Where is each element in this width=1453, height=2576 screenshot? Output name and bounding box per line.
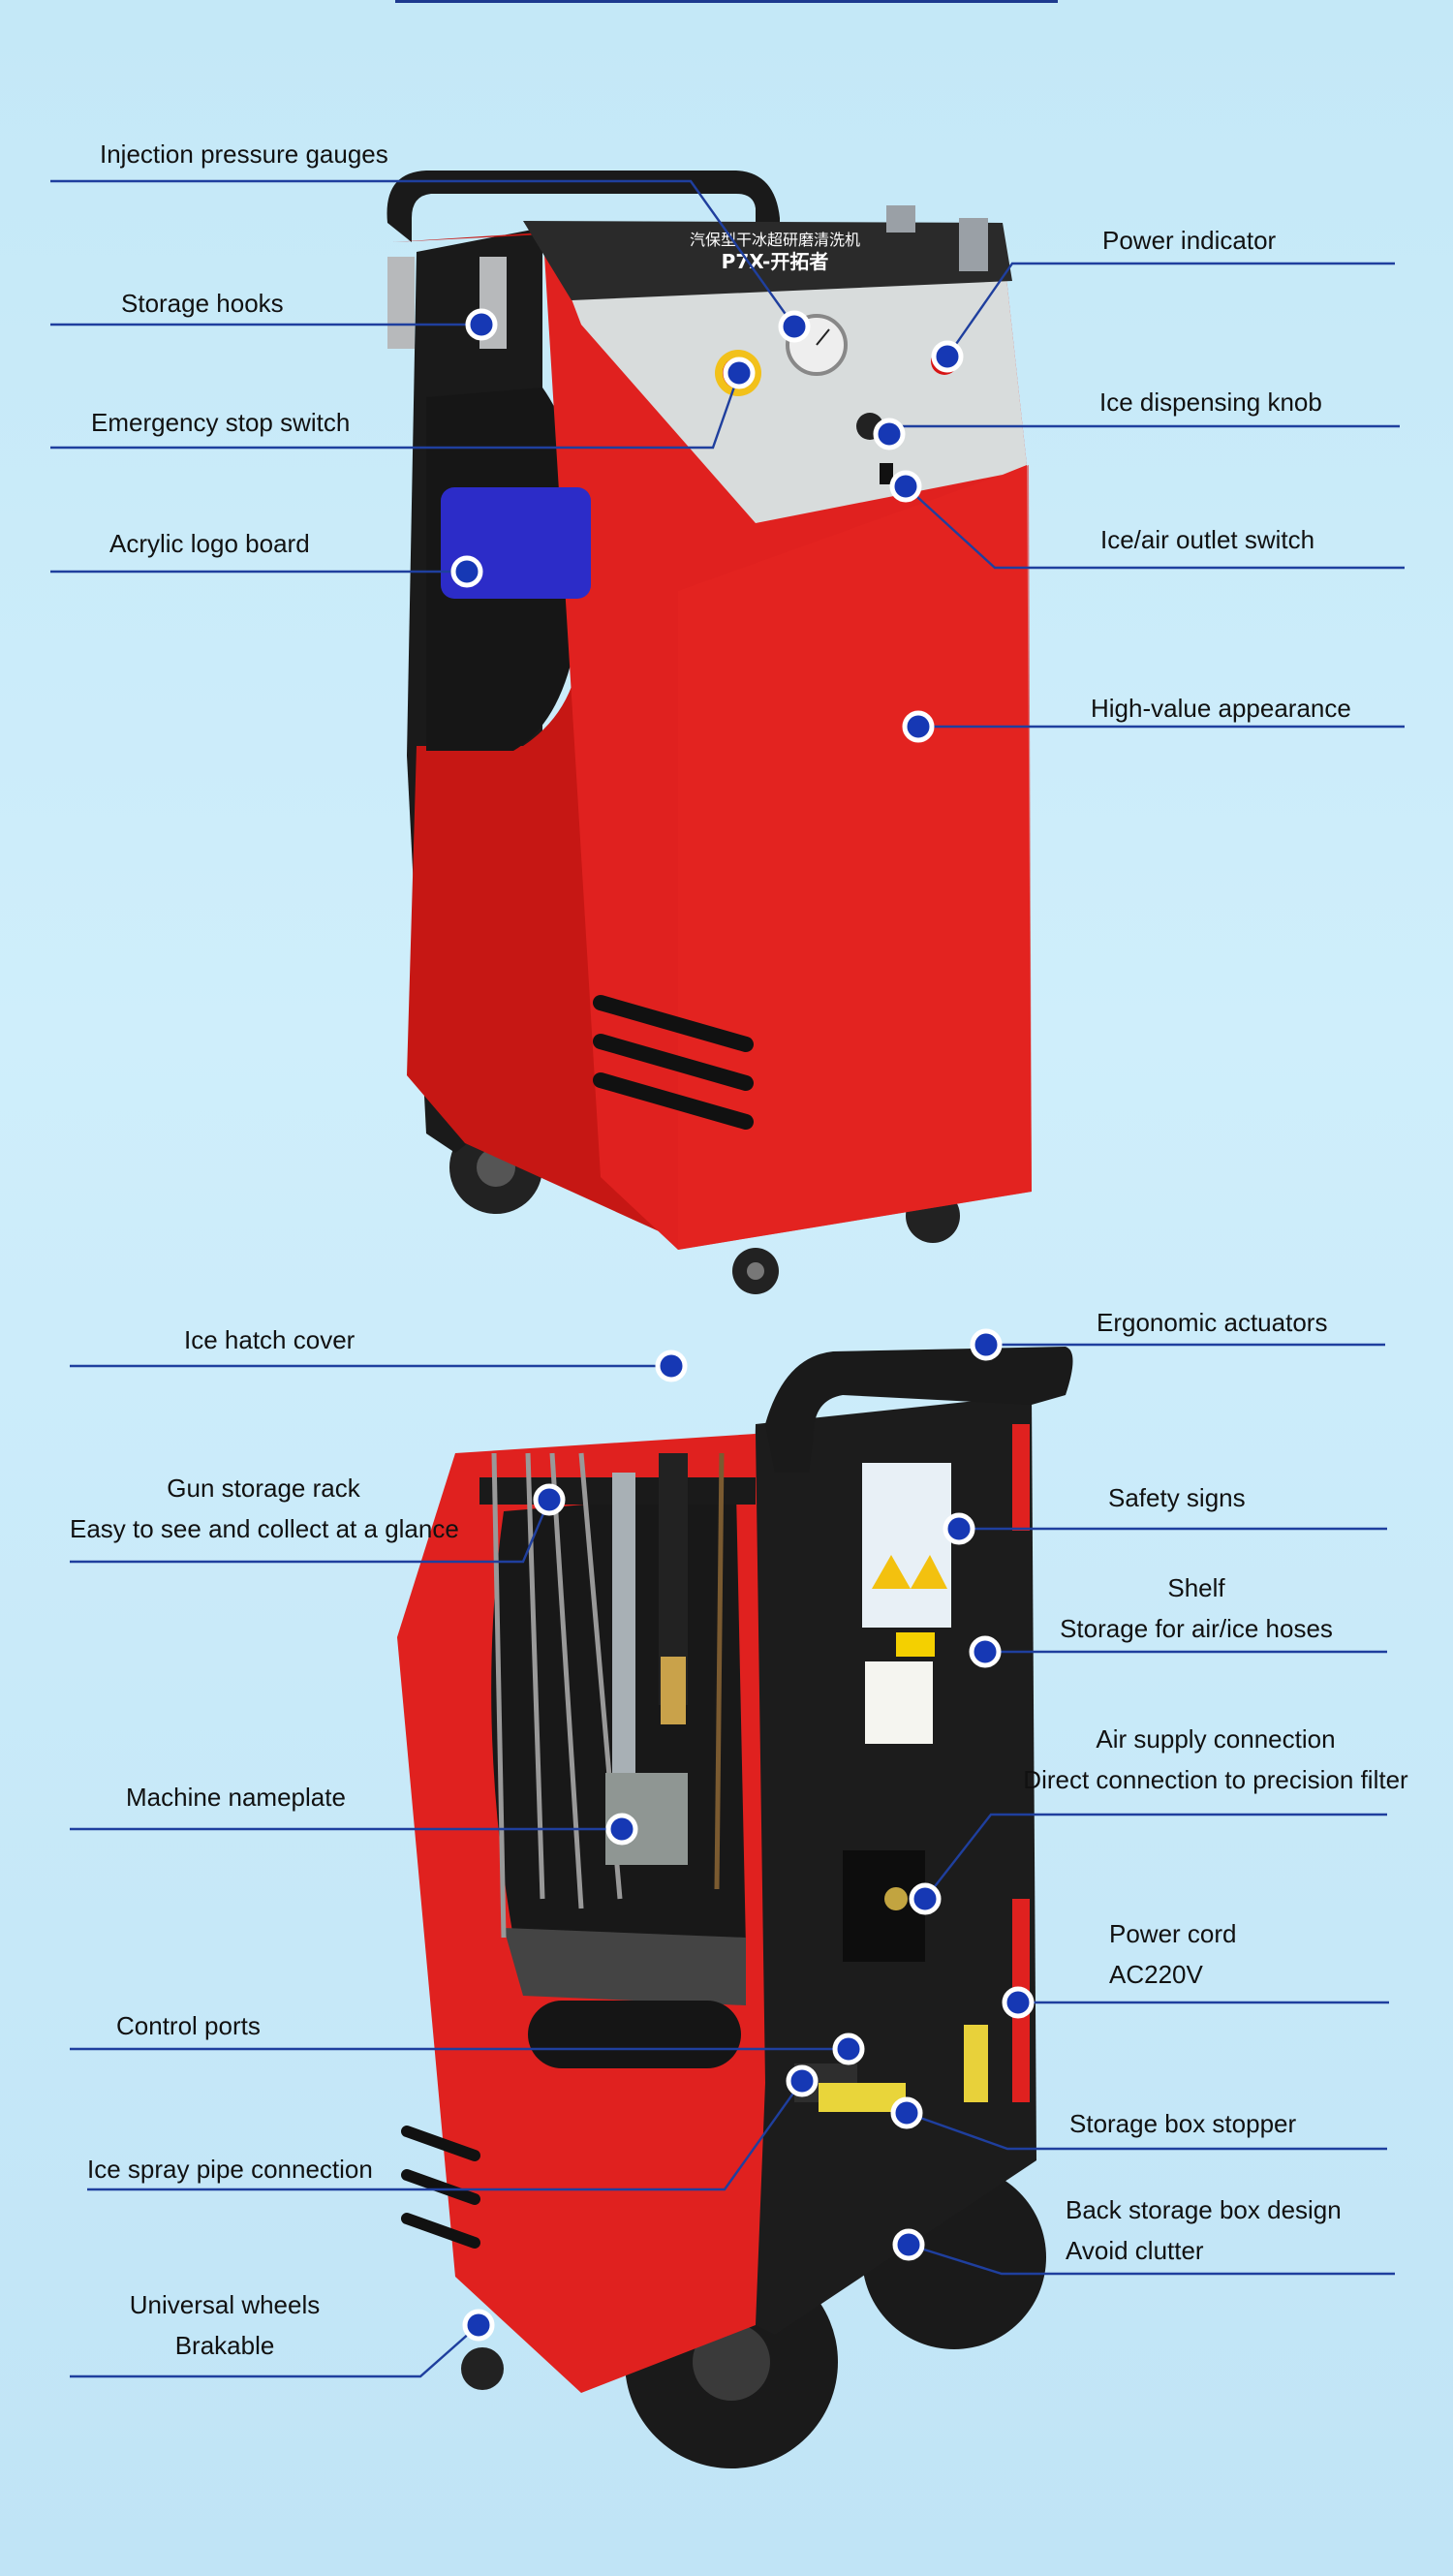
label-power-indicator: Power indicator [1102, 226, 1277, 255]
dot-air-supply-connection [909, 1882, 942, 1915]
dot-acrylic-logo-board [450, 555, 483, 588]
dot-power-cord [1002, 1986, 1035, 2019]
label-ergonomic-actuators: Ergonomic actuators [1097, 1308, 1328, 1337]
dot-machine-nameplate [605, 1813, 638, 1846]
front-caster-rear-view [461, 2347, 504, 2390]
callout-dots [450, 308, 1035, 2342]
label-safety-signs: Safety signs [1108, 1483, 1246, 1512]
control-panel-header [523, 221, 1012, 300]
label-ice-dispensing-knob: Ice dispensing knob [1099, 388, 1322, 417]
machine-rear-view [397, 1347, 1073, 2468]
rear-handle [765, 1347, 1073, 1473]
top-handle [386, 171, 780, 252]
label-emergency-stop-switch: Emergency stop switch [91, 408, 351, 437]
outlet-switch-icon [880, 463, 893, 484]
label-power-cord: Power cord AC220V [1109, 1919, 1237, 1989]
label-ice-air-outlet-switch: Ice/air outlet switch [1100, 525, 1315, 554]
dot-back-storage-box-design [892, 2228, 925, 2261]
label-storage-hooks: Storage hooks [121, 289, 284, 318]
callout-leaders [50, 179, 1405, 2378]
label-high-value-appearance: High-value appearance [1091, 694, 1351, 723]
top-connector [959, 218, 988, 271]
label-shelf: Shelf Storage for air/ice hoses [1060, 1573, 1333, 1643]
dot-shelf [969, 1635, 1002, 1668]
label-acrylic-logo-board: Acrylic logo board [109, 529, 310, 558]
dot-ergonomic-actuators [970, 1328, 1003, 1361]
dot-storage-hooks [465, 308, 498, 341]
dot-ice-air-outlet-switch [889, 470, 922, 503]
label-ice-hatch-cover: Ice hatch cover [184, 1325, 356, 1354]
dot-ice-hatch-cover [655, 1350, 688, 1382]
label-storage-box-stopper: Storage box stopper [1069, 2109, 1297, 2138]
label-gun-storage-rack: Gun storage rack Easy to see and collect… [70, 1474, 459, 1543]
dot-storage-box-stopper [890, 2096, 923, 2129]
dot-safety-signs [943, 1512, 975, 1545]
rear-vent-slots [401, 2126, 480, 2249]
dot-ice-spray-pipe-connection [786, 2064, 819, 2097]
label-air-supply-connection: Air supply connection Direct connection … [1023, 1724, 1408, 1794]
label-back-storage-box-design: Back storage box design Avoid clutter [1066, 2195, 1342, 2265]
dot-high-value-appearance [902, 710, 935, 743]
panel-model-text: P7X-开拓者 [722, 250, 829, 273]
label-machine-nameplate: Machine nameplate [126, 1783, 346, 1812]
dot-emergency-stop-switch [723, 357, 756, 389]
dot-injection-pressure-gauges [778, 310, 811, 343]
ice-spray-connector-label [819, 2083, 906, 2112]
yellow-tag [896, 1632, 935, 1657]
label-ice-spray-pipe-connection: Ice spray pipe connection [87, 2155, 373, 2184]
dot-gun-storage-rack [533, 1483, 566, 1516]
label-control-ports: Control ports [116, 2011, 261, 2040]
dot-power-indicator [931, 340, 964, 373]
vent-slots [593, 995, 754, 1130]
side-slot-band [528, 2001, 741, 2068]
storage-hook-left [387, 257, 415, 349]
spray-gun-barrel [612, 1473, 635, 1783]
dot-universal-wheels [462, 2309, 495, 2342]
panel-brand-text: 汽保型干冰超研磨清洗机 [690, 231, 860, 249]
label-injection-pressure-gauges: Injection pressure gauges [100, 140, 388, 169]
top-divider-rule [395, 0, 1058, 3]
dot-control-ports [832, 2033, 865, 2065]
label-universal-wheels: Universal wheels Brakable [129, 2290, 321, 2360]
safety-signs-shape [862, 1463, 951, 1628]
control-panel [542, 223, 1027, 523]
dot-ice-dispensing-knob [873, 418, 906, 450]
